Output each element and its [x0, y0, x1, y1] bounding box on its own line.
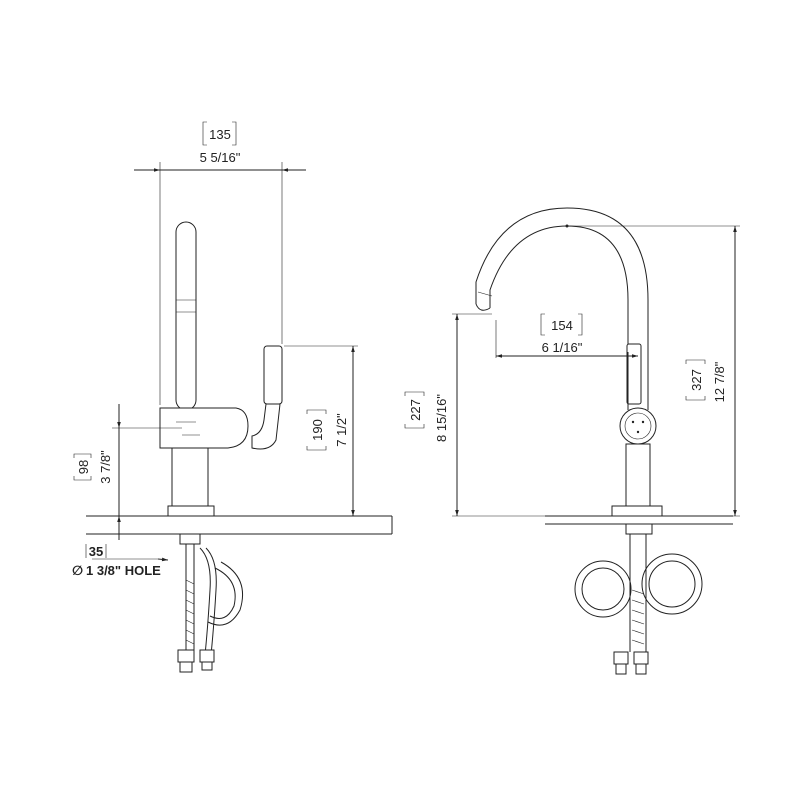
side-under-counter [177, 533, 244, 673]
total-height-mm: 327 [689, 369, 704, 391]
dimension-spout-height: 227 8 15/16" [404, 313, 545, 517]
hole-callout: 35 ∅ 1 3/8" HOLE [72, 544, 169, 578]
reach-in: 6 1/16" [542, 340, 583, 355]
dimension-total-height: 327 12 7/8" [570, 225, 740, 517]
base-height-in: 3 7/8" [98, 450, 113, 484]
spout-height-in: 8 15/16" [434, 394, 449, 442]
front-countertop [545, 515, 733, 525]
front-faucet-body [611, 343, 663, 517]
reach-mm: 154 [551, 318, 573, 333]
front-under-counter [574, 523, 703, 675]
width-in: 5 5/16" [200, 150, 241, 165]
width-mm: 135 [209, 127, 231, 142]
side-faucet-body [159, 221, 283, 517]
front-spout [475, 207, 649, 352]
dimension-width: 135 5 5/16" [134, 121, 306, 405]
side-view: 135 5 5/16" 190 7 1/2" 98 3 7/8" [72, 121, 393, 673]
handle-height-in: 7 1/2" [334, 413, 349, 447]
handle-height-mm: 190 [310, 419, 325, 441]
dimension-base-height: 98 3 7/8" [73, 404, 182, 540]
hole-mm: 35 [89, 544, 103, 559]
countertop [86, 515, 393, 535]
hole-symbol: ∅ [72, 563, 83, 578]
dimension-handle-height: 190 7 1/2" [214, 345, 358, 517]
dimension-reach: 154 6 1/16" [495, 313, 638, 358]
base-height-mm: 98 [76, 460, 91, 474]
spout-height-mm: 227 [408, 399, 423, 421]
total-height-in: 12 7/8" [712, 361, 727, 402]
hole-label: 1 3/8" HOLE [86, 563, 161, 578]
front-view: 154 6 1/16" 227 8 15/16" 327 12 7/8" [404, 207, 740, 675]
